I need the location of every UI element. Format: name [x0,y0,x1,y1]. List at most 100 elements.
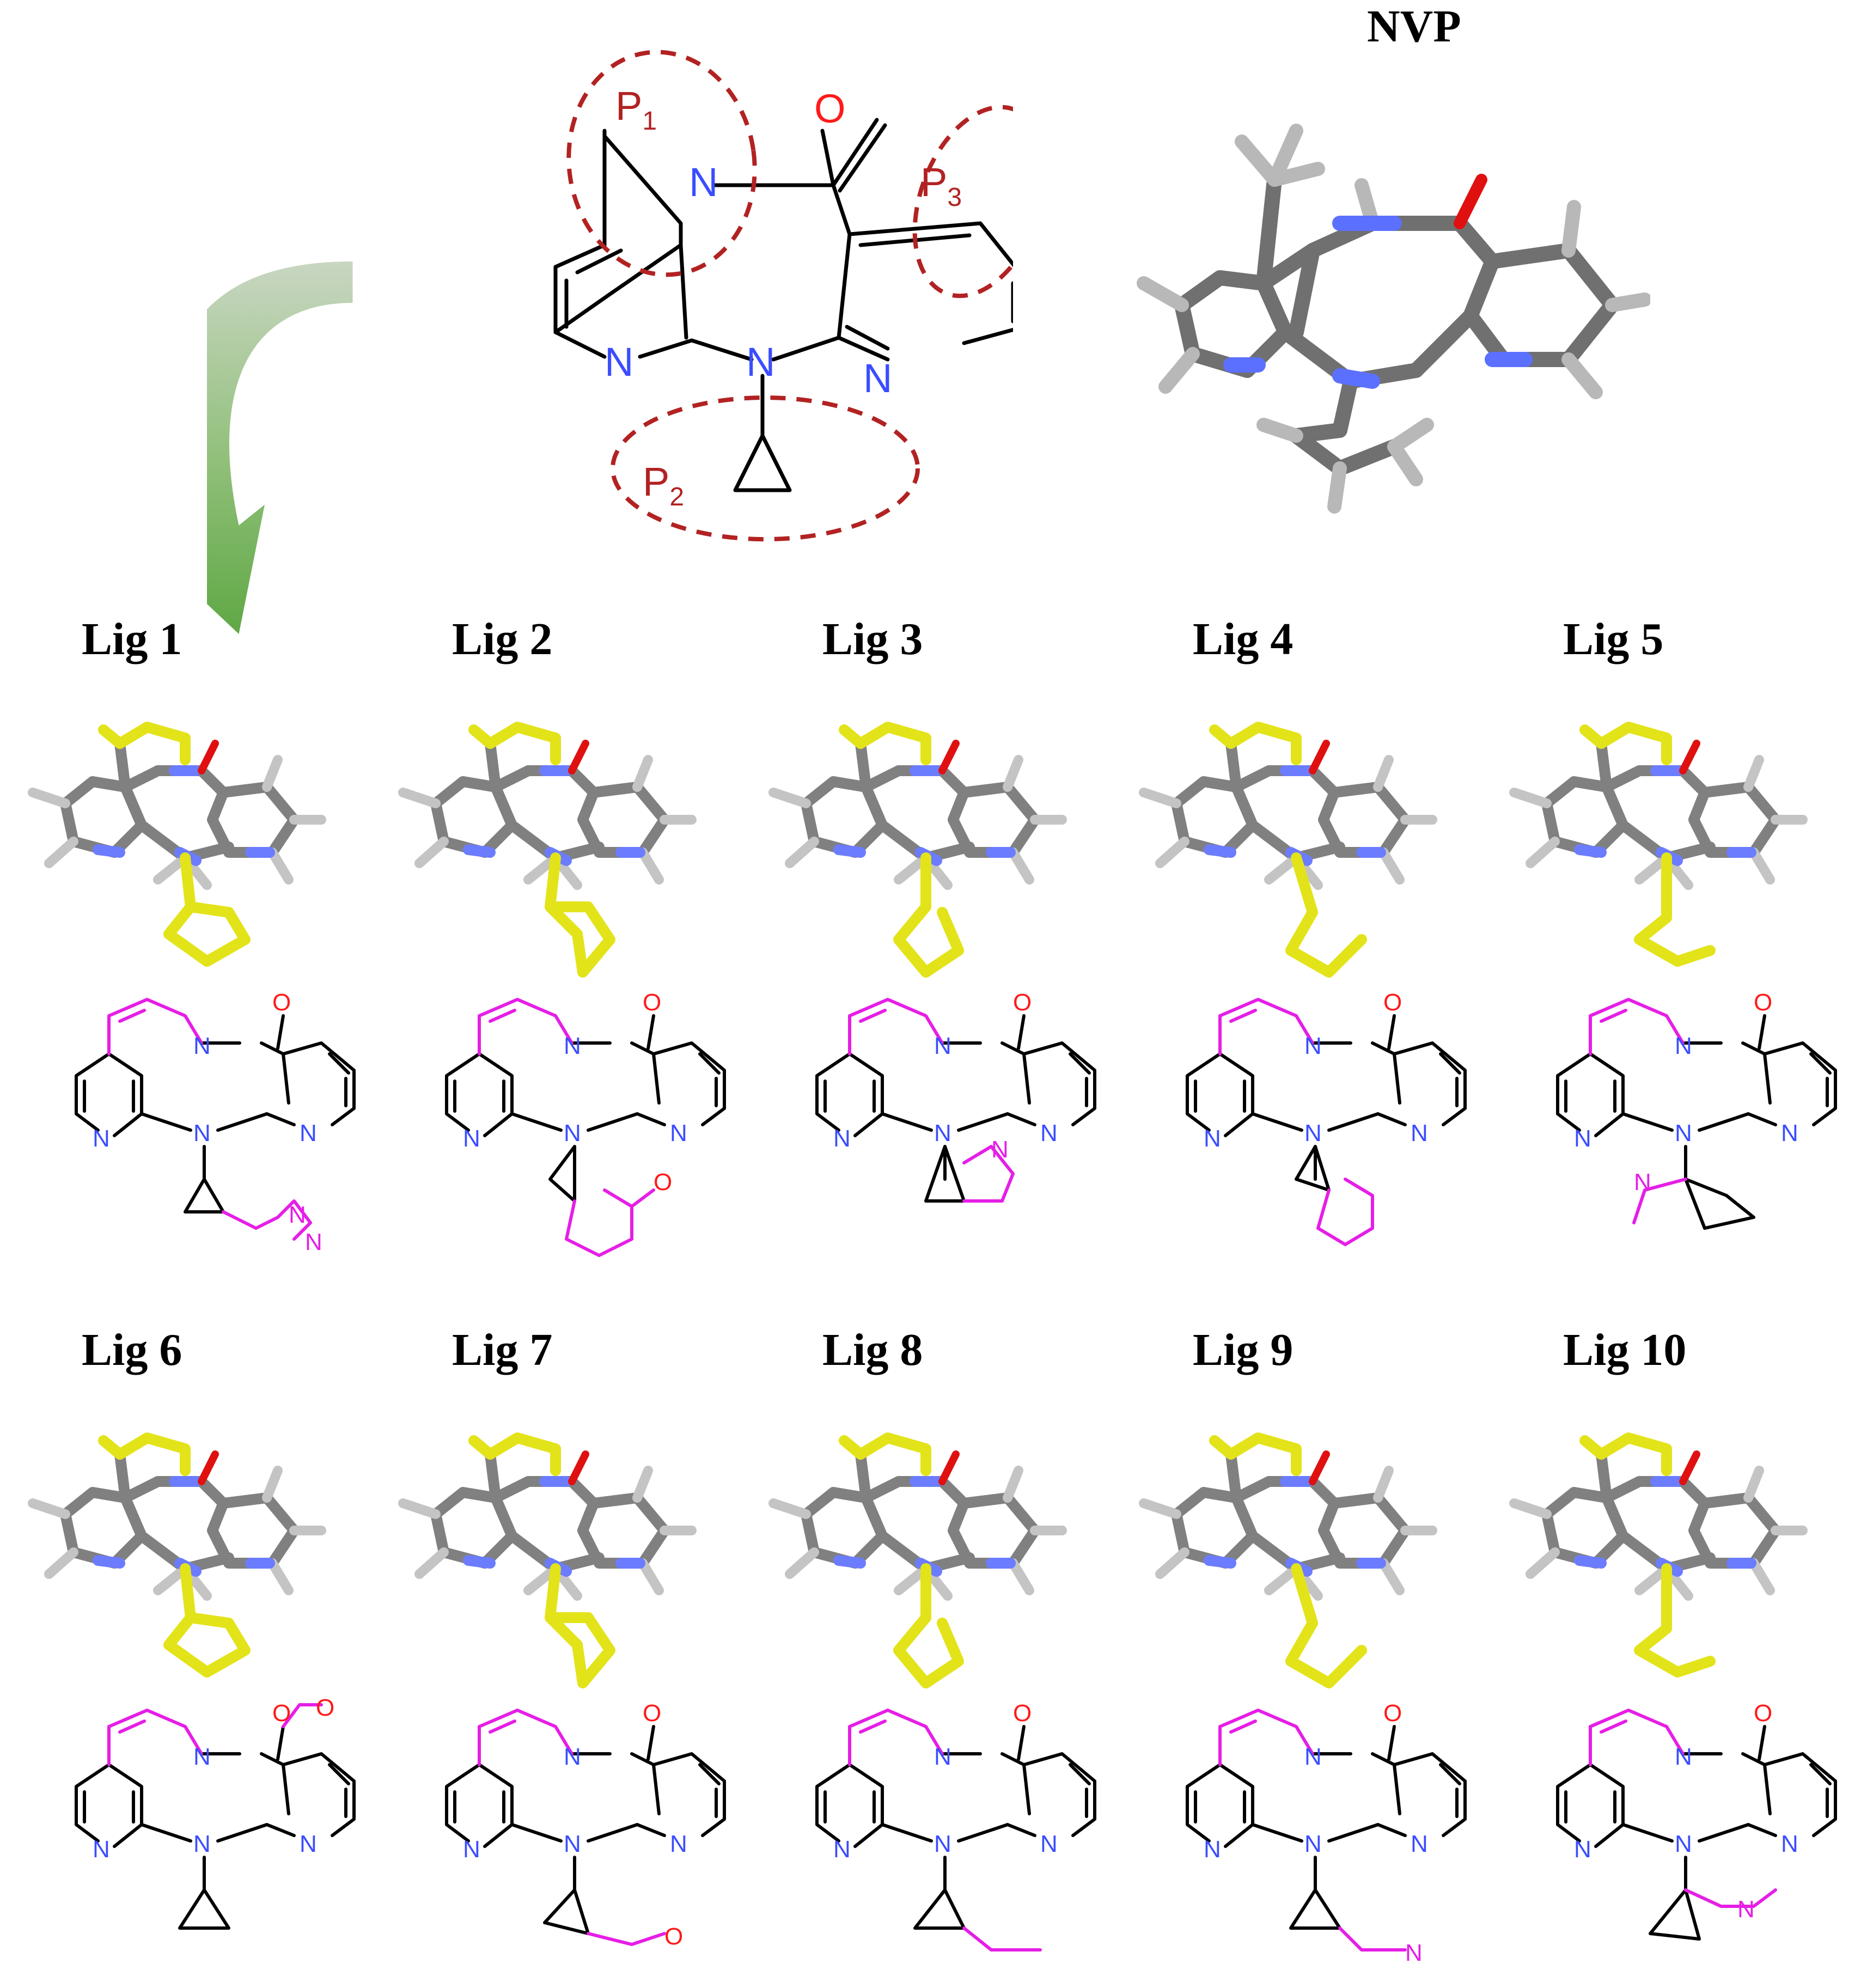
ligand-title: Lig 9 [1193,1325,1294,1375]
atom-label: N [1304,1831,1322,1857]
atom-label: N [1304,1743,1322,1770]
atom-label: N [934,1033,951,1059]
atom-label: N [670,1831,687,1857]
atom-label: N [1781,1120,1798,1147]
ligand-2d-structure: O N N N N O [75,1694,356,1930]
atom-label: N [1737,1896,1755,1923]
atom-label: N [564,1120,581,1147]
atom-label: N [833,1125,851,1152]
ligand-title: Lig 7 [452,1325,553,1375]
atom-label: N [1304,1033,1322,1059]
ligand-2d-structure: O N N N N N [1556,1700,1837,1941]
ligand-title: Lig 10 [1563,1325,1687,1375]
atom-label: O [1754,1700,1772,1727]
nvp-3d-model [1137,124,1650,514]
atom-label: N [1675,1831,1692,1857]
atom-label: N [1204,1836,1221,1863]
atom-label: N [1040,1831,1058,1857]
atom-label: O [316,1694,334,1721]
ligand-3d-model [1509,722,1808,967]
atom-n-amide: N [689,160,718,205]
ligand-title: Lig 3 [822,614,923,664]
ligand-2d-structure: O N N N N N [815,989,1096,1203]
ligand-2d-structure: O N N N N N [1186,1700,1467,1966]
ligand-title: Lig 6 [82,1325,182,1375]
atom-label: N [1574,1836,1591,1863]
atom-label: N [1634,1169,1651,1196]
atom-label: N [1405,1940,1423,1966]
ligand-title: Lig 5 [1563,614,1664,664]
atom-label: N [193,1033,211,1059]
transition-arrow [207,261,353,635]
atom-label: N [934,1120,951,1147]
atom-label: N [564,1831,581,1857]
atom-label: N [300,1120,317,1147]
atom-o: O [814,86,846,131]
pocket-p3-label: P3 [920,160,962,212]
atom-label: N [564,1743,581,1770]
atom-label: O [654,1169,672,1196]
atom-n-left: N [605,339,633,385]
atom-label: N [300,1831,317,1857]
atom-n-central: N [746,339,775,385]
pocket-p2-label: P2 [643,459,684,511]
pocket-p1-label: P1 [615,83,657,136]
atom-label: N [934,1743,951,1770]
nvp-2d-structure: P1 P2 P3 O N N N N [553,50,1013,541]
atom-label: O [643,989,661,1016]
atom-label: N [93,1836,110,1863]
ligand-3d-model [768,1432,1067,1688]
nvp-title: NVP [1367,1,1461,52]
atom-label: N [670,1120,687,1147]
atom-label: O [1383,989,1402,1016]
atom-label: N [1411,1831,1428,1857]
ligand-2d-structure: O N N N N O [445,1700,726,1950]
ligand-3d-model [1139,722,1437,978]
ligand-3d-model [398,722,697,978]
atom-label: N [1304,1120,1322,1147]
atom-label: O [1754,989,1772,1016]
atom-label: O [272,1700,291,1727]
atom-label: N [1675,1743,1692,1770]
atom-label: N [193,1120,211,1147]
atom-label: N [564,1033,581,1059]
ligand-title: Lig 1 [82,614,182,664]
atom-label: O [1013,1700,1032,1727]
atom-label: N [305,1229,322,1255]
atom-label: N [193,1743,211,1770]
atom-label: O [1383,1700,1402,1727]
ligand-title: Lig 4 [1193,614,1294,664]
atom-label: N [463,1836,480,1863]
ligand-title: Lig 2 [452,614,553,664]
atom-n-right: N [863,356,892,401]
ligand-title: Lig 8 [822,1325,923,1375]
atom-label: N [289,1202,306,1228]
ligand-3d-model [1139,1432,1437,1688]
atom-label: O [643,1700,661,1727]
ligand-3d-model [768,722,1067,978]
atom-label: N [1574,1125,1591,1152]
atom-label: N [991,1136,1009,1163]
atom-label: N [1781,1831,1798,1857]
ligand-3d-model [398,1432,697,1688]
atom-label: N [1675,1120,1692,1147]
atom-label: O [272,989,291,1016]
ligand-3d-model [1509,1432,1808,1678]
atom-label: N [934,1831,951,1857]
atom-label: N [1411,1120,1428,1147]
atom-label: N [1675,1033,1692,1059]
atom-label: O [664,1923,683,1950]
ligand-3d-model [28,722,326,967]
ligand-2d-structure: O N N N N [1186,989,1467,1246]
atom-label: N [1204,1125,1221,1152]
atom-label: N [463,1125,480,1152]
atom-label: O [1013,989,1032,1016]
atom-label: N [93,1125,110,1152]
atom-label: N [1040,1120,1058,1147]
ligand-3d-model [28,1432,326,1678]
atom-label: N [193,1831,211,1857]
